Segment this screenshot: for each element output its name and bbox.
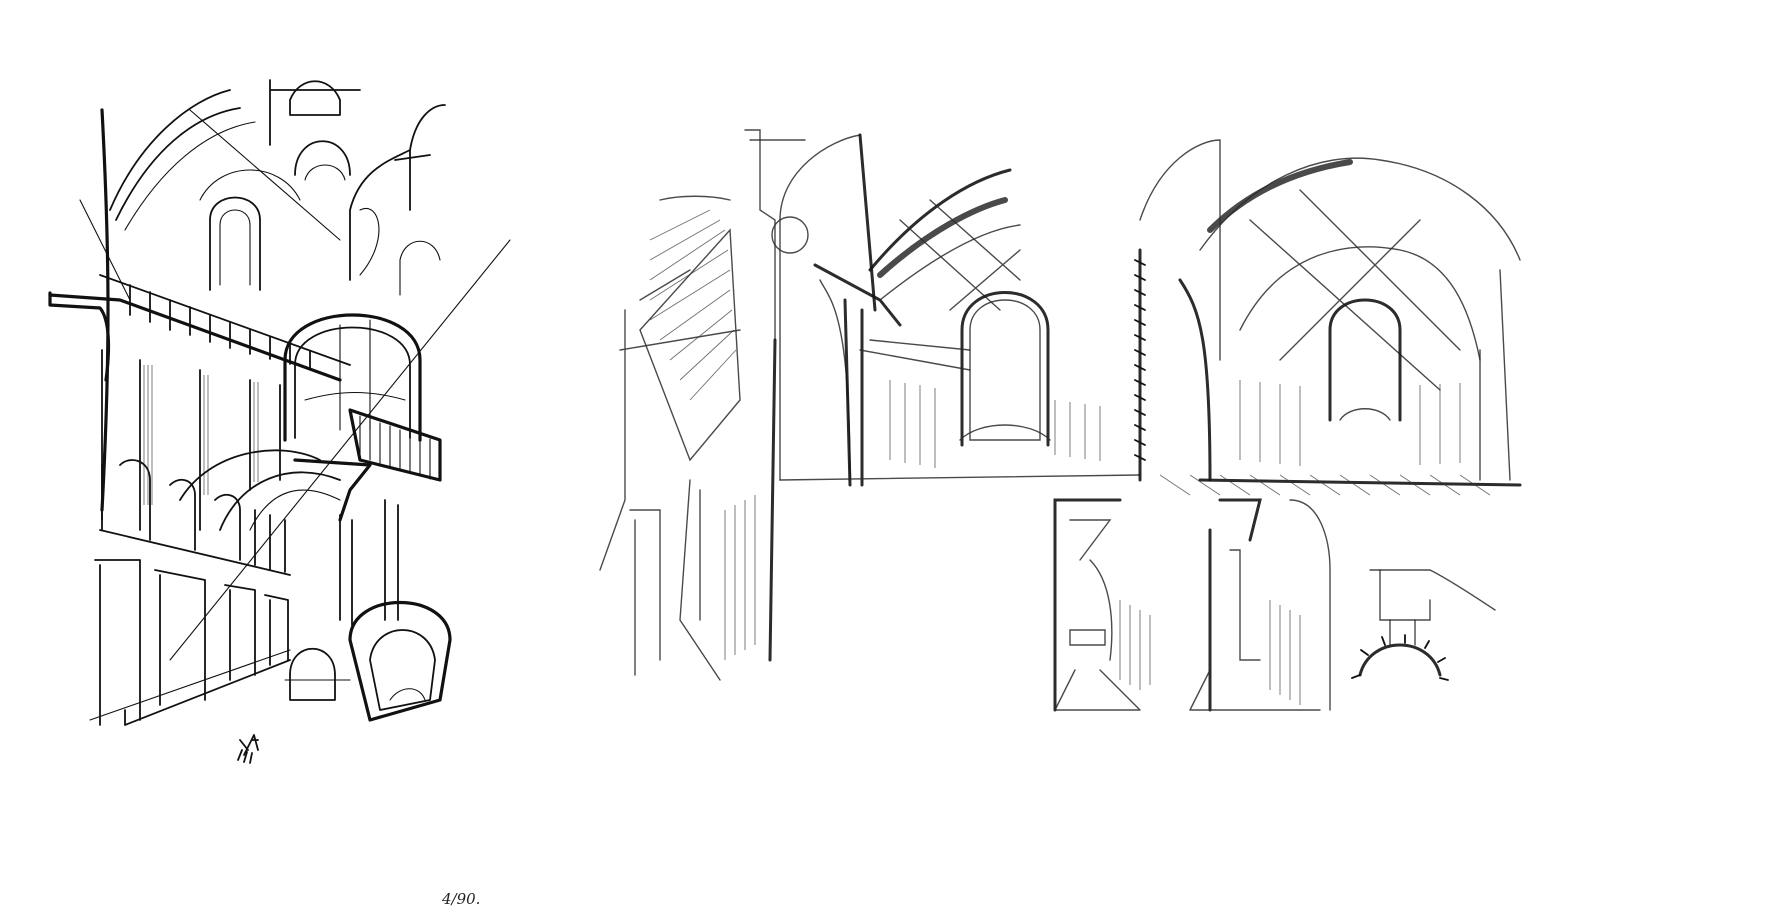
lower-corridor-sketch-1 bbox=[1053, 498, 1151, 712]
artist-monogram bbox=[237, 734, 259, 764]
study-sketch-top bbox=[269, 79, 361, 146]
main-vault-arch bbox=[109, 89, 231, 211]
study-column bbox=[409, 104, 446, 211]
pen-sketch-drawing bbox=[48, 79, 511, 764]
barrel-vault-corridor-center bbox=[779, 133, 1141, 487]
apse-arch bbox=[283, 313, 422, 442]
date-annotation: 4/90. bbox=[442, 890, 481, 908]
corbel-row bbox=[129, 284, 311, 370]
upper-arched-window bbox=[209, 196, 261, 291]
lower-door-2 bbox=[154, 569, 206, 706]
pencil-sketch-vaulted-corridors bbox=[599, 100, 1740, 820]
barrel-vault-corridor-right bbox=[1134, 139, 1522, 496]
apse-plan-sketch bbox=[1351, 569, 1496, 681]
cornice bbox=[48, 293, 342, 382]
balcony bbox=[348, 408, 442, 482]
small-arch-study bbox=[348, 601, 452, 722]
lower-door-1 bbox=[94, 559, 141, 726]
small-dome-study bbox=[289, 648, 336, 701]
pencil-sketch-drawing bbox=[599, 129, 1522, 712]
center-column bbox=[339, 514, 353, 626]
lower-corridor-sketch-2 bbox=[1189, 498, 1331, 712]
pen-sketch-vaulted-hall: 4/90. bbox=[40, 60, 520, 908]
lower-arcade bbox=[99, 459, 291, 576]
corridor-perspective-left bbox=[599, 129, 809, 681]
left-pier-line bbox=[100, 108, 110, 512]
